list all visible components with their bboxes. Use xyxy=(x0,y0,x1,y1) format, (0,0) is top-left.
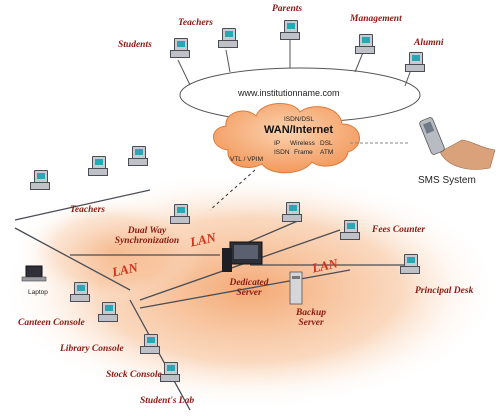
user-label-parents: Parents xyxy=(272,4,303,14)
backup-server-icon xyxy=(289,271,303,305)
canteen-computer-icon xyxy=(70,282,90,302)
cloud-tech-isdn-dsl: ISDN/DSL xyxy=(284,116,314,123)
sms-system-label: SMS System xyxy=(418,175,476,186)
laptop-icon xyxy=(21,265,47,282)
node-label-canteen: Canteen Console xyxy=(18,318,85,328)
teacher-computer-icon xyxy=(218,28,238,48)
cloud-tech-atm: ATM xyxy=(320,149,334,156)
server-room-computer-icon xyxy=(282,202,302,222)
management-computer-icon xyxy=(355,34,375,54)
parent-computer-icon xyxy=(280,20,300,40)
sync-computer-icon xyxy=(170,204,190,224)
node-label-lab: Student's Lab xyxy=(140,396,195,406)
stock-computer-icon xyxy=(140,334,160,354)
node-label-dedicated-server: Dedicated Server xyxy=(229,278,269,298)
user-label-alumni: Alumni xyxy=(414,38,444,48)
teacher-pc-1-icon xyxy=(30,170,50,190)
node-label-teachers: Teachers xyxy=(70,205,106,215)
cloud-vpn-label: VTL / VPIM xyxy=(230,156,263,163)
node-label-laptop: Laptop xyxy=(28,289,48,296)
teacher-pc-3-icon xyxy=(128,146,148,166)
library-computer-icon xyxy=(98,302,118,322)
dedicated-server-icon xyxy=(222,241,263,272)
node-label-fees: Fees Counter xyxy=(372,225,426,235)
cloud-tech-frame: Frame xyxy=(294,149,313,156)
user-label-students: Students xyxy=(118,40,152,50)
sms-phone-icon xyxy=(419,117,496,170)
user-label-management: Management xyxy=(350,14,402,24)
cloud-tech-ip: IP xyxy=(274,140,281,147)
cloud-tech-isdn: ISDN xyxy=(274,149,290,156)
website-url: www.institutionname.com xyxy=(238,88,340,98)
cloud-title: WAN/Internet xyxy=(264,124,334,136)
fees-computer-icon xyxy=(340,220,360,240)
wan-cloud xyxy=(213,103,360,174)
cloud-tech-wireless: Wireless xyxy=(290,140,315,147)
cloud-tech-dsl: DSL xyxy=(320,140,333,147)
node-label-backup-server: Backup Server xyxy=(295,308,327,328)
lan-glow-left xyxy=(15,195,205,305)
node-label-dual-sync: Dual Way Synchronization xyxy=(114,226,180,246)
lab-computer-icon xyxy=(160,362,180,382)
teacher-pc-2-icon xyxy=(88,156,108,176)
node-label-stock: Stock Console xyxy=(106,370,162,380)
uplink xyxy=(209,169,256,211)
student-computer-icon xyxy=(170,38,190,58)
node-label-principal: Principal Desk xyxy=(415,286,474,296)
alumni-computer-icon xyxy=(405,52,425,72)
user-label-teachers: Teachers xyxy=(178,18,214,28)
principal-computer-icon xyxy=(400,254,420,274)
node-label-library: Library Console xyxy=(60,344,124,354)
